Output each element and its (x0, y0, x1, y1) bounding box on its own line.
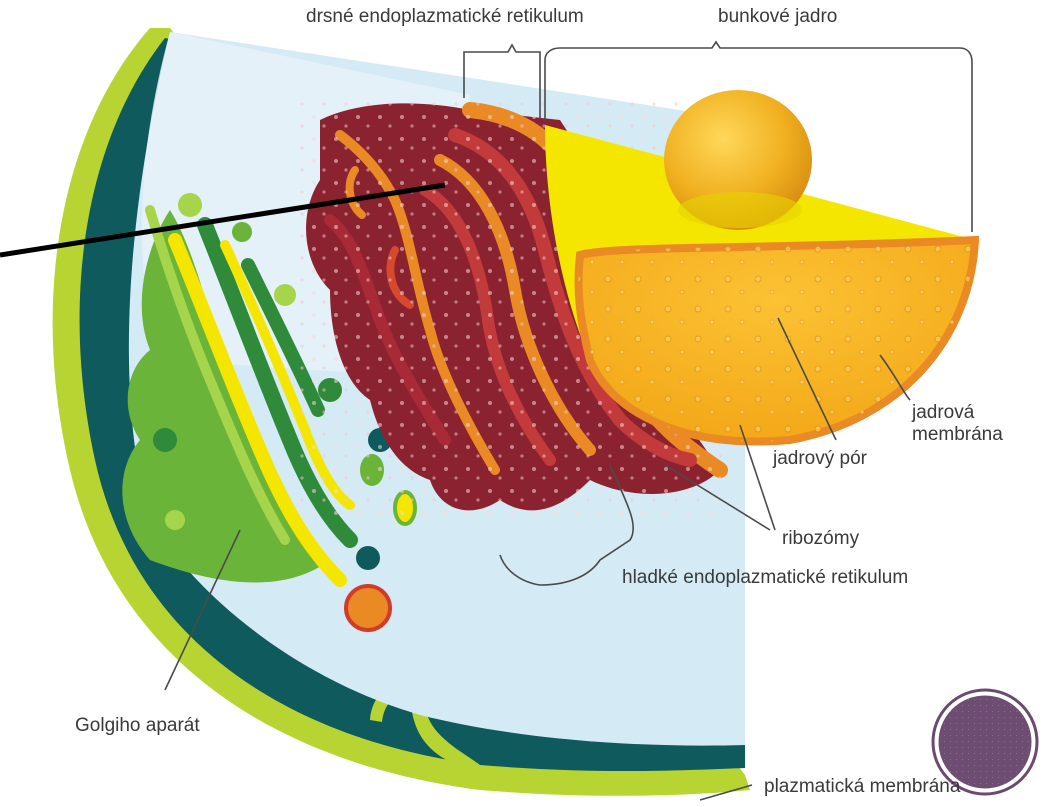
label-plasma-membrane: plazmatická membrána (764, 776, 960, 798)
label-nuclear-pore: jadrový pór (773, 448, 867, 470)
nucleus (545, 90, 975, 442)
label-smooth-er: hladké endoplazmatické retikulum (622, 567, 908, 589)
label-nuclear-membrane-line2: membrána (912, 424, 1003, 446)
label-nuclear-membrane-line1: jadrová (912, 402, 1003, 424)
label-rough-er: drsné endoplazmatické retikulum (306, 6, 584, 28)
label-nucleus: bunkové jadro (718, 6, 837, 28)
label-golgi: Golgiho aparát (75, 715, 200, 737)
label-ribosomes: ribozómy (782, 528, 859, 550)
label-nuclear-membrane: jadrová membrána (912, 402, 1003, 446)
